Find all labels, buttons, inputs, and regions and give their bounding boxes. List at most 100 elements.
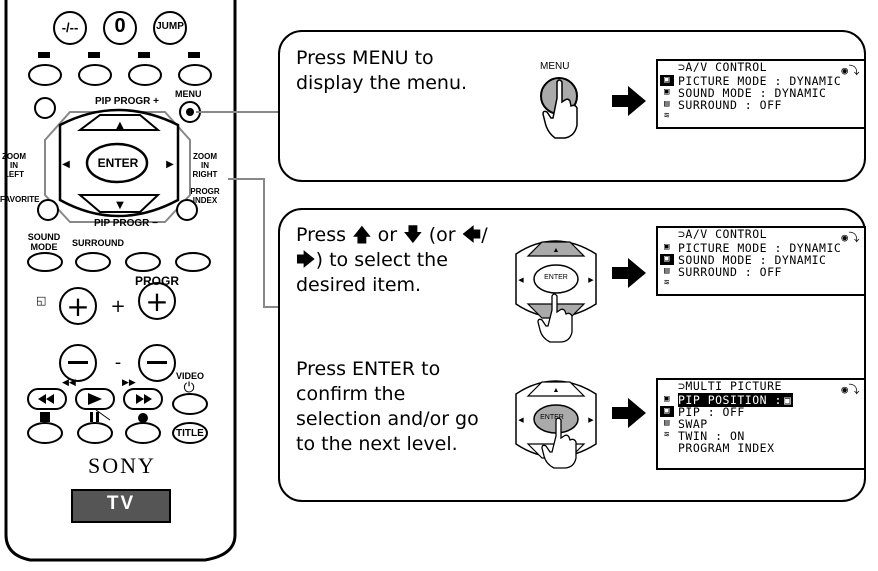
svg-text:⏻: ⏻ bbox=[183, 380, 194, 396]
picture-icon: ▣ bbox=[664, 242, 670, 252]
favorite-button[interactable] bbox=[37, 199, 59, 221]
video-button[interactable] bbox=[172, 393, 208, 415]
svg-text:◀: ◀ bbox=[518, 277, 524, 284]
picture-icon: ▣ bbox=[664, 394, 670, 404]
osd-title: ⊃A/V CONTROL bbox=[678, 227, 768, 241]
digit-toggle-button[interactable] bbox=[53, 11, 87, 45]
teletext-button-1[interactable] bbox=[28, 64, 62, 86]
step2-text: Press 🡅 or 🡇 (or 🡄/ 🡆) to select the des… bbox=[296, 224, 488, 296]
teletext-icon: ▤ bbox=[664, 266, 670, 276]
osd-item: SURROUND : OFF bbox=[678, 98, 782, 112]
osd-item: SURROUND : OFF bbox=[678, 265, 782, 279]
menu-button-label: MENU bbox=[540, 61, 570, 72]
enter-label-remote: ENTER bbox=[97, 156, 139, 170]
zoom-right-label: ZOOM IN RIGHT bbox=[192, 152, 218, 179]
timer-button[interactable] bbox=[125, 252, 161, 272]
jump-label: JUMP bbox=[156, 21, 184, 32]
step2-text-c: (or bbox=[428, 224, 456, 246]
pause-button[interactable] bbox=[77, 422, 113, 444]
progr-index-label: PROGR INDEX bbox=[190, 187, 220, 205]
pip-position-icon: ▣ bbox=[783, 393, 794, 407]
connector-lines bbox=[196, 111, 278, 308]
zero-button[interactable] bbox=[103, 11, 137, 45]
menu-label-remote: MENU bbox=[175, 89, 202, 99]
svg-text:+: + bbox=[110, 296, 125, 317]
tv-label: TV bbox=[106, 493, 136, 514]
zero-label: 0 bbox=[114, 15, 126, 37]
svg-text:▲: ▲ bbox=[553, 247, 560, 254]
svg-text:◀: ◀ bbox=[62, 159, 70, 170]
surround-label: SURROUND bbox=[72, 238, 125, 248]
step2-enter-label: ENTER bbox=[544, 274, 568, 281]
up-button[interactable] bbox=[526, 381, 586, 397]
step2-text-d: ) to select the desired item. bbox=[296, 249, 448, 296]
volume-up-button[interactable] bbox=[59, 287, 97, 325]
left-arrow-icon: 🡄 bbox=[461, 224, 482, 246]
mute-button[interactable] bbox=[175, 252, 211, 272]
progr-up-button[interactable] bbox=[138, 282, 176, 320]
osd-item: PICTURE MODE : DYNAMIC bbox=[678, 241, 842, 255]
osd-item-selected: PIP POSITION : bbox=[678, 393, 784, 407]
eye-icon: ◉⤵ bbox=[841, 231, 860, 244]
title-button[interactable] bbox=[172, 422, 208, 444]
svg-text:▶: ▶ bbox=[166, 159, 174, 170]
up-arrow-icon: 🡅 bbox=[352, 224, 372, 246]
teletext-button-4[interactable] bbox=[178, 64, 212, 86]
right-arrow-icon bbox=[612, 398, 646, 428]
remote-control: ▲ ▼ ◀ ▶ + + + - ◱ ◀◀ ▶▶ ⏻ bbox=[4, 0, 237, 562]
video-label: VIDEO bbox=[176, 371, 205, 381]
enter-button[interactable] bbox=[533, 264, 579, 294]
sony-logo: SONY bbox=[88, 453, 156, 478]
progr-index-button[interactable] bbox=[176, 199, 198, 221]
teletext-button-2[interactable] bbox=[78, 64, 112, 86]
picture-icon: ▣ bbox=[660, 75, 674, 86]
digit-toggle-label: -/-- bbox=[61, 20, 79, 35]
pip-progr-plus-label: PIP PROGR + bbox=[95, 96, 160, 107]
osd-item: TWIN : ON bbox=[678, 429, 745, 443]
sound-icon: ≋ bbox=[664, 111, 670, 121]
pip-progr-minus-label: PIP PROGR − bbox=[94, 218, 159, 229]
step2-osd: ⊃A/V CONTROL ◉⤵ ▣ ▣ ▤ ≋ PICTURE MODE : D… bbox=[656, 226, 866, 296]
sound-mode-label: SOUND MODE bbox=[27, 232, 61, 252]
svg-text:◱: ◱ bbox=[36, 294, 46, 307]
svg-text:▼: ▼ bbox=[116, 200, 124, 211]
favorite-label: FAVORITE bbox=[0, 195, 40, 204]
step1-osd: ⊃A/V CONTROL ◉⤵ ▣ ▣ ▤ ≋ PICTURE MODE : D… bbox=[656, 59, 866, 129]
teletext-button-3[interactable] bbox=[128, 64, 162, 86]
svg-text:▶: ▶ bbox=[588, 277, 594, 284]
eye-icon: ◉⤵ bbox=[841, 64, 860, 77]
up-button[interactable] bbox=[526, 241, 586, 257]
step3-enter-label: ENTER bbox=[540, 414, 564, 421]
step1-text: Press MENU to display the menu. bbox=[296, 47, 468, 94]
svg-text:+: + bbox=[66, 290, 89, 323]
step3-dpad-illustration: ▲ ◀ ▶ bbox=[515, 380, 597, 469]
down-arrow-icon: 🡇 bbox=[403, 224, 423, 246]
jump-button[interactable] bbox=[153, 11, 187, 45]
tv-button[interactable] bbox=[71, 489, 171, 523]
surround-button[interactable] bbox=[75, 252, 111, 272]
progr-label: PROGR bbox=[135, 274, 180, 288]
stop-button[interactable] bbox=[27, 422, 63, 444]
hand-icon bbox=[537, 293, 573, 343]
osd-item: SWAP bbox=[678, 417, 708, 431]
svg-text:-: - bbox=[115, 352, 122, 373]
pip-icon: ▣ bbox=[664, 87, 670, 97]
zoom-left-label: ZOOM IN LEFT bbox=[2, 152, 26, 179]
step3-text: Press ENTER to confirm the selection and… bbox=[296, 358, 479, 455]
right-arrow-icon bbox=[612, 258, 646, 288]
menu-press-illustration bbox=[540, 77, 578, 139]
sound-mode-button[interactable] bbox=[27, 252, 63, 272]
svg-text:◀: ◀ bbox=[518, 417, 524, 424]
osd-item: PICTURE MODE : DYNAMIC bbox=[678, 74, 842, 88]
svg-text:◀◀: ◀◀ bbox=[62, 378, 76, 388]
pip-icon: ▣ bbox=[660, 406, 674, 417]
enter-button-remote[interactable] bbox=[85, 142, 149, 184]
step2-text-a: Press bbox=[296, 224, 347, 246]
eye-icon: ◉⤵ bbox=[841, 383, 860, 396]
svg-text:▶: ▶ bbox=[588, 417, 594, 424]
record-button[interactable] bbox=[125, 422, 161, 444]
step2-3-panel bbox=[278, 208, 866, 502]
pip-button[interactable] bbox=[34, 97, 56, 119]
svg-text:▲: ▲ bbox=[553, 387, 560, 394]
step2-text-b: or bbox=[377, 224, 398, 246]
